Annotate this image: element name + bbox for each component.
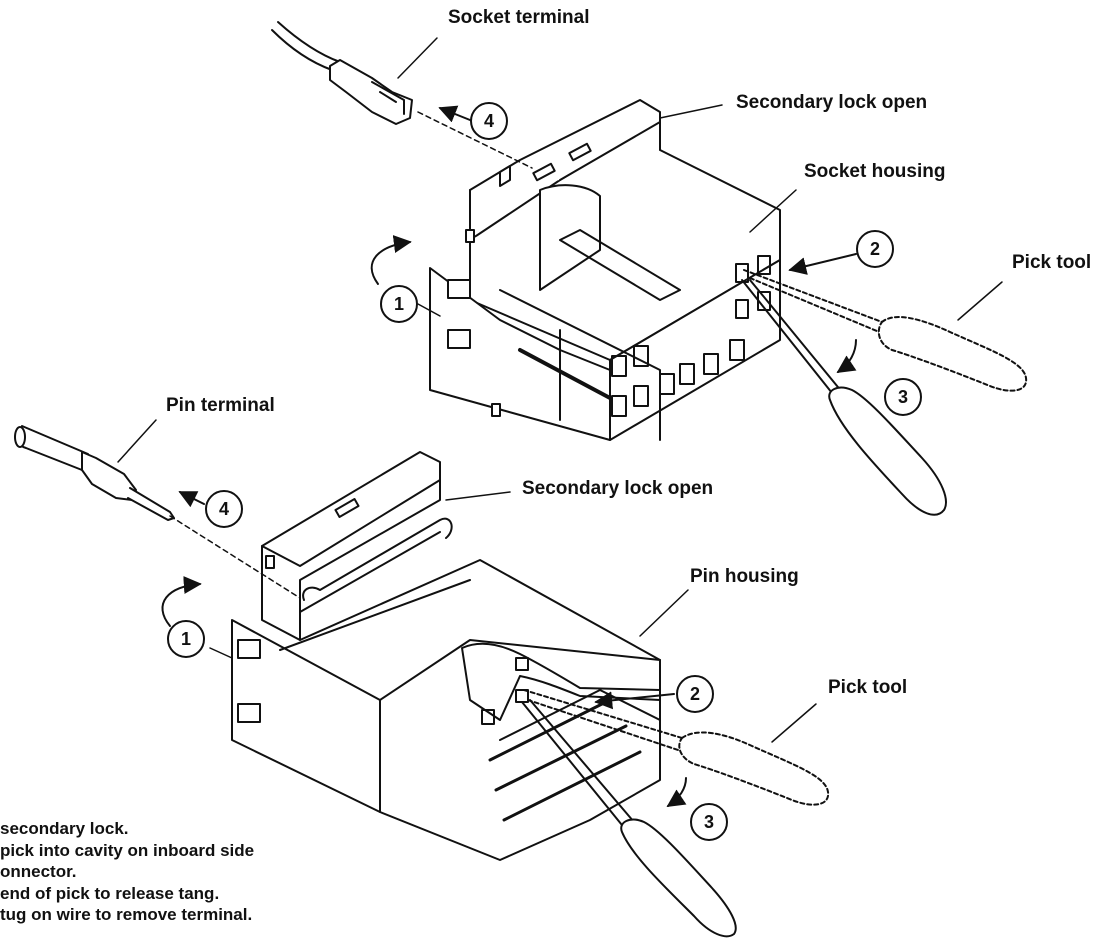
- step-line-5: tug on wire to remove terminal.: [0, 905, 253, 924]
- callout-top-4: 4: [470, 102, 508, 140]
- label-socket-terminal: Socket terminal: [448, 7, 590, 28]
- label-pick-tool-bottom: Pick tool: [828, 677, 908, 698]
- step-line-4: end of pick to release tang.: [0, 883, 220, 903]
- step-line-3: onnector.: [0, 862, 77, 881]
- step-instructions: secondary lock. pick into cavity on inbo…: [0, 818, 360, 926]
- socket-step-arrows: [370, 105, 857, 373]
- callout-top-3: 3: [884, 378, 922, 416]
- label-socket-housing: Socket housing: [804, 161, 946, 182]
- socket-wire-and-terminal: [271, 21, 413, 125]
- callout-bottom-1: 1: [167, 620, 205, 658]
- pin-pick-tool-dashed: [523, 689, 830, 806]
- label-secondary-lock-open-bottom: Secondary lock open: [522, 478, 714, 499]
- label-pin-terminal: Pin terminal: [166, 395, 275, 416]
- callout-top-1: 1: [380, 285, 418, 323]
- socket-housing-body: [429, 99, 781, 441]
- label-secondary-lock-open-top: Secondary lock open: [736, 92, 928, 113]
- pin-housing-body: [231, 451, 661, 861]
- callout-bottom-2: 2: [676, 675, 714, 713]
- callout-top-2: 2: [856, 230, 894, 268]
- pin-wire-and-terminal: [14, 425, 175, 521]
- pin-leader-lines: [117, 419, 817, 743]
- callout-bottom-4: 4: [205, 490, 243, 528]
- pin-step-arrows: [161, 491, 687, 807]
- socket-leader-lines: [397, 37, 1003, 321]
- step-line-1: secondary lock.: [0, 819, 129, 838]
- socket-pick-tool-dashed: [743, 269, 1028, 392]
- socket-pick-tool-solid: [741, 279, 947, 516]
- label-pick-tool-top: Pick tool: [1012, 252, 1092, 273]
- label-pin-housing: Pin housing: [690, 566, 799, 587]
- step-line-2: pick into cavity on inboard side: [0, 840, 255, 860]
- callout-bottom-3: 3: [690, 803, 728, 841]
- pin-pick-tool-solid: [521, 699, 737, 938]
